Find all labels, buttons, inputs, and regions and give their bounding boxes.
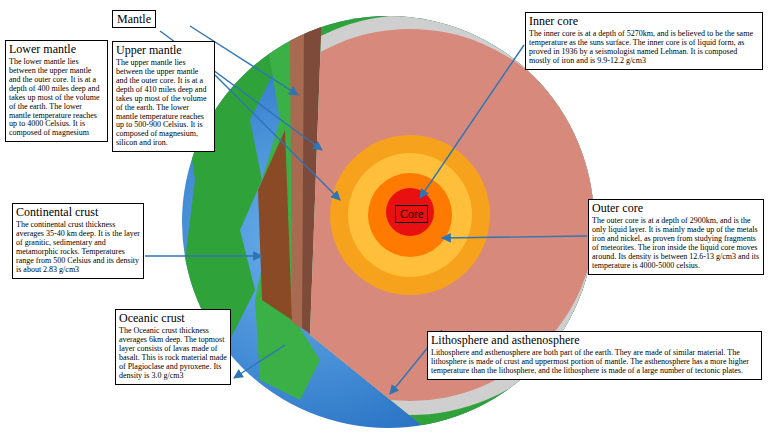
- callout-heading: Core: [400, 207, 423, 221]
- callout-text: Lithosphere and asthenosphere are both p…: [431, 349, 758, 376]
- callout-text: The outer core is at a depth of 2900km, …: [592, 217, 760, 271]
- callout-box: Upper mantleThe upper mantle lies betwee…: [112, 41, 215, 152]
- callout-heading: Inner core: [529, 15, 759, 29]
- callout-box: Oceanic crustThe Oceanic crust thickness…: [115, 309, 231, 385]
- callout-heading: Lower mantle: [9, 43, 104, 57]
- leader-line: [215, 75, 340, 200]
- callout-box: Inner coreThe inner core is at a depth o…: [525, 12, 763, 70]
- callout-heading: Upper mantle: [116, 44, 211, 58]
- leader-line: [420, 45, 524, 198]
- callout-box: Outer coreThe outer core is at a depth o…: [588, 199, 764, 275]
- label-box: Mantle: [112, 10, 156, 28]
- callout-heading: Mantle: [117, 12, 151, 26]
- leader-line: [145, 255, 262, 256]
- callout-text: The Oceanic crust thickness averages 6km…: [119, 327, 227, 381]
- callout-heading: Lithosphere and asthenosphere: [431, 334, 758, 348]
- outer-core-layer: [348, 153, 472, 277]
- callout-box: Lithosphere and asthenosphereLithosphere…: [427, 331, 762, 380]
- callout-box: Lower mantleThe lower mantle lies betwee…: [5, 40, 108, 142]
- callout-text: The continental crust thickness averages…: [16, 221, 140, 275]
- leader-line: [442, 236, 587, 238]
- label-box: Core: [395, 205, 428, 223]
- core-layer: [368, 173, 452, 257]
- callout-box: Continental crustThe continental crust t…: [12, 203, 144, 279]
- callout-text: The upper mantle lies between the upper …: [116, 59, 211, 149]
- inner-core-layer: [386, 188, 434, 236]
- crust-face: [258, 130, 292, 320]
- leader-line: [234, 345, 285, 378]
- callout-heading: Outer core: [592, 202, 760, 216]
- callout-text: The inner core is at a depth of 5270km, …: [529, 30, 759, 66]
- callout-text: The lower mantle lies between the upper …: [9, 58, 104, 139]
- outer-core-layer: [330, 135, 490, 295]
- callout-heading: Oceanic crust: [119, 312, 227, 326]
- callout-heading: Continental crust: [16, 206, 140, 220]
